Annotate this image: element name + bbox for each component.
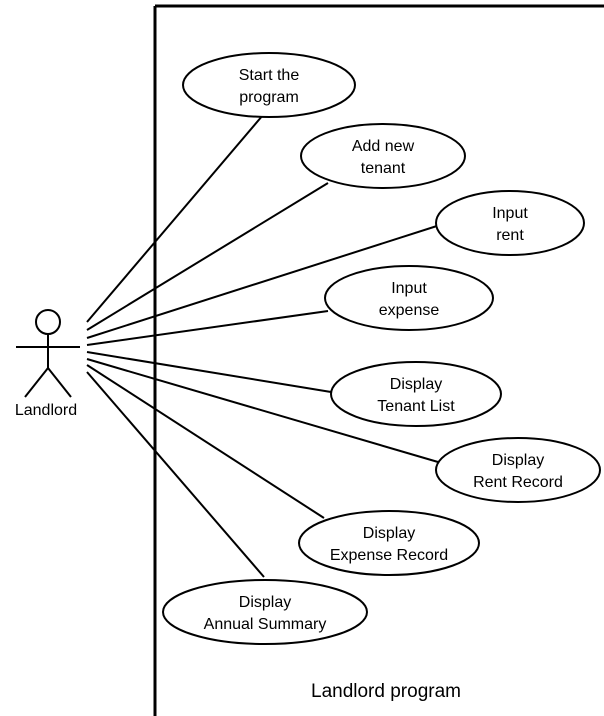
association-line xyxy=(86,224,441,339)
use-case-label: rent xyxy=(496,227,524,244)
association-line xyxy=(86,358,439,463)
use-case-ellipse xyxy=(435,190,585,256)
actor-left-leg xyxy=(24,367,49,398)
use-case-label: Input xyxy=(492,205,528,222)
association-line xyxy=(86,310,329,346)
use-case-label: Display xyxy=(363,525,415,542)
system-label: Landlord program xyxy=(311,681,461,702)
use-case-ellipse xyxy=(182,52,356,118)
actor-head xyxy=(35,309,61,335)
use-case-ellipse xyxy=(162,579,368,645)
use-case-label: Expense Record xyxy=(330,547,448,564)
use-case-label: Start the xyxy=(239,67,300,84)
use-case: Input rent xyxy=(435,190,585,256)
use-case-ellipse xyxy=(300,123,466,189)
use-case-label: Add new xyxy=(352,138,415,155)
use-case-label: Display xyxy=(492,452,544,469)
use-case-label: tenant xyxy=(361,160,406,177)
use-case: Start the program xyxy=(182,52,356,118)
use-case-ellipse xyxy=(298,510,480,576)
use-case-ellipse xyxy=(435,437,601,503)
system-boundary: Landlord program xyxy=(153,4,604,716)
use-case-label: Display xyxy=(239,594,291,611)
use-case-label: expense xyxy=(379,302,440,319)
association-line xyxy=(86,371,265,578)
use-case-label: Rent Record xyxy=(473,474,563,491)
use-case-label: program xyxy=(239,89,299,106)
association-line xyxy=(86,351,332,393)
use-case-label: Tenant List xyxy=(377,398,455,415)
actor-landlord: Landlord xyxy=(15,309,80,419)
association-line xyxy=(86,364,325,519)
use-case: Input expense xyxy=(324,265,494,331)
use-case-ellipse xyxy=(324,265,494,331)
use-case-label: Annual Summary xyxy=(204,616,327,633)
actor-name: Landlord xyxy=(15,402,77,419)
associations xyxy=(86,114,441,578)
use-case-label: Display xyxy=(390,376,442,393)
use-case-ellipse xyxy=(330,361,502,427)
association-line xyxy=(86,114,264,323)
association-line xyxy=(86,182,329,331)
use-case-label: Input xyxy=(391,280,427,297)
use-case: Add new tenant xyxy=(300,123,466,189)
actor-right-leg xyxy=(47,367,72,398)
